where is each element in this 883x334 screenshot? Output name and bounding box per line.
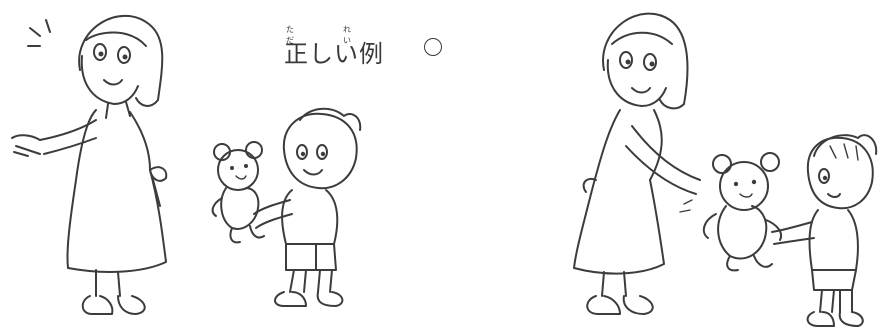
caption-text: 正しい例 bbox=[284, 40, 384, 68]
caption-ruby-tada: ただ bbox=[286, 25, 295, 45]
teddy-bear-right bbox=[679, 152, 782, 272]
child-right bbox=[771, 134, 878, 327]
circle-icon bbox=[424, 38, 442, 56]
caption-ruby-rei: れい bbox=[343, 25, 352, 45]
mother-left bbox=[11, 14, 168, 315]
child-with-bear-left bbox=[211, 107, 362, 307]
mother-right bbox=[573, 12, 701, 315]
